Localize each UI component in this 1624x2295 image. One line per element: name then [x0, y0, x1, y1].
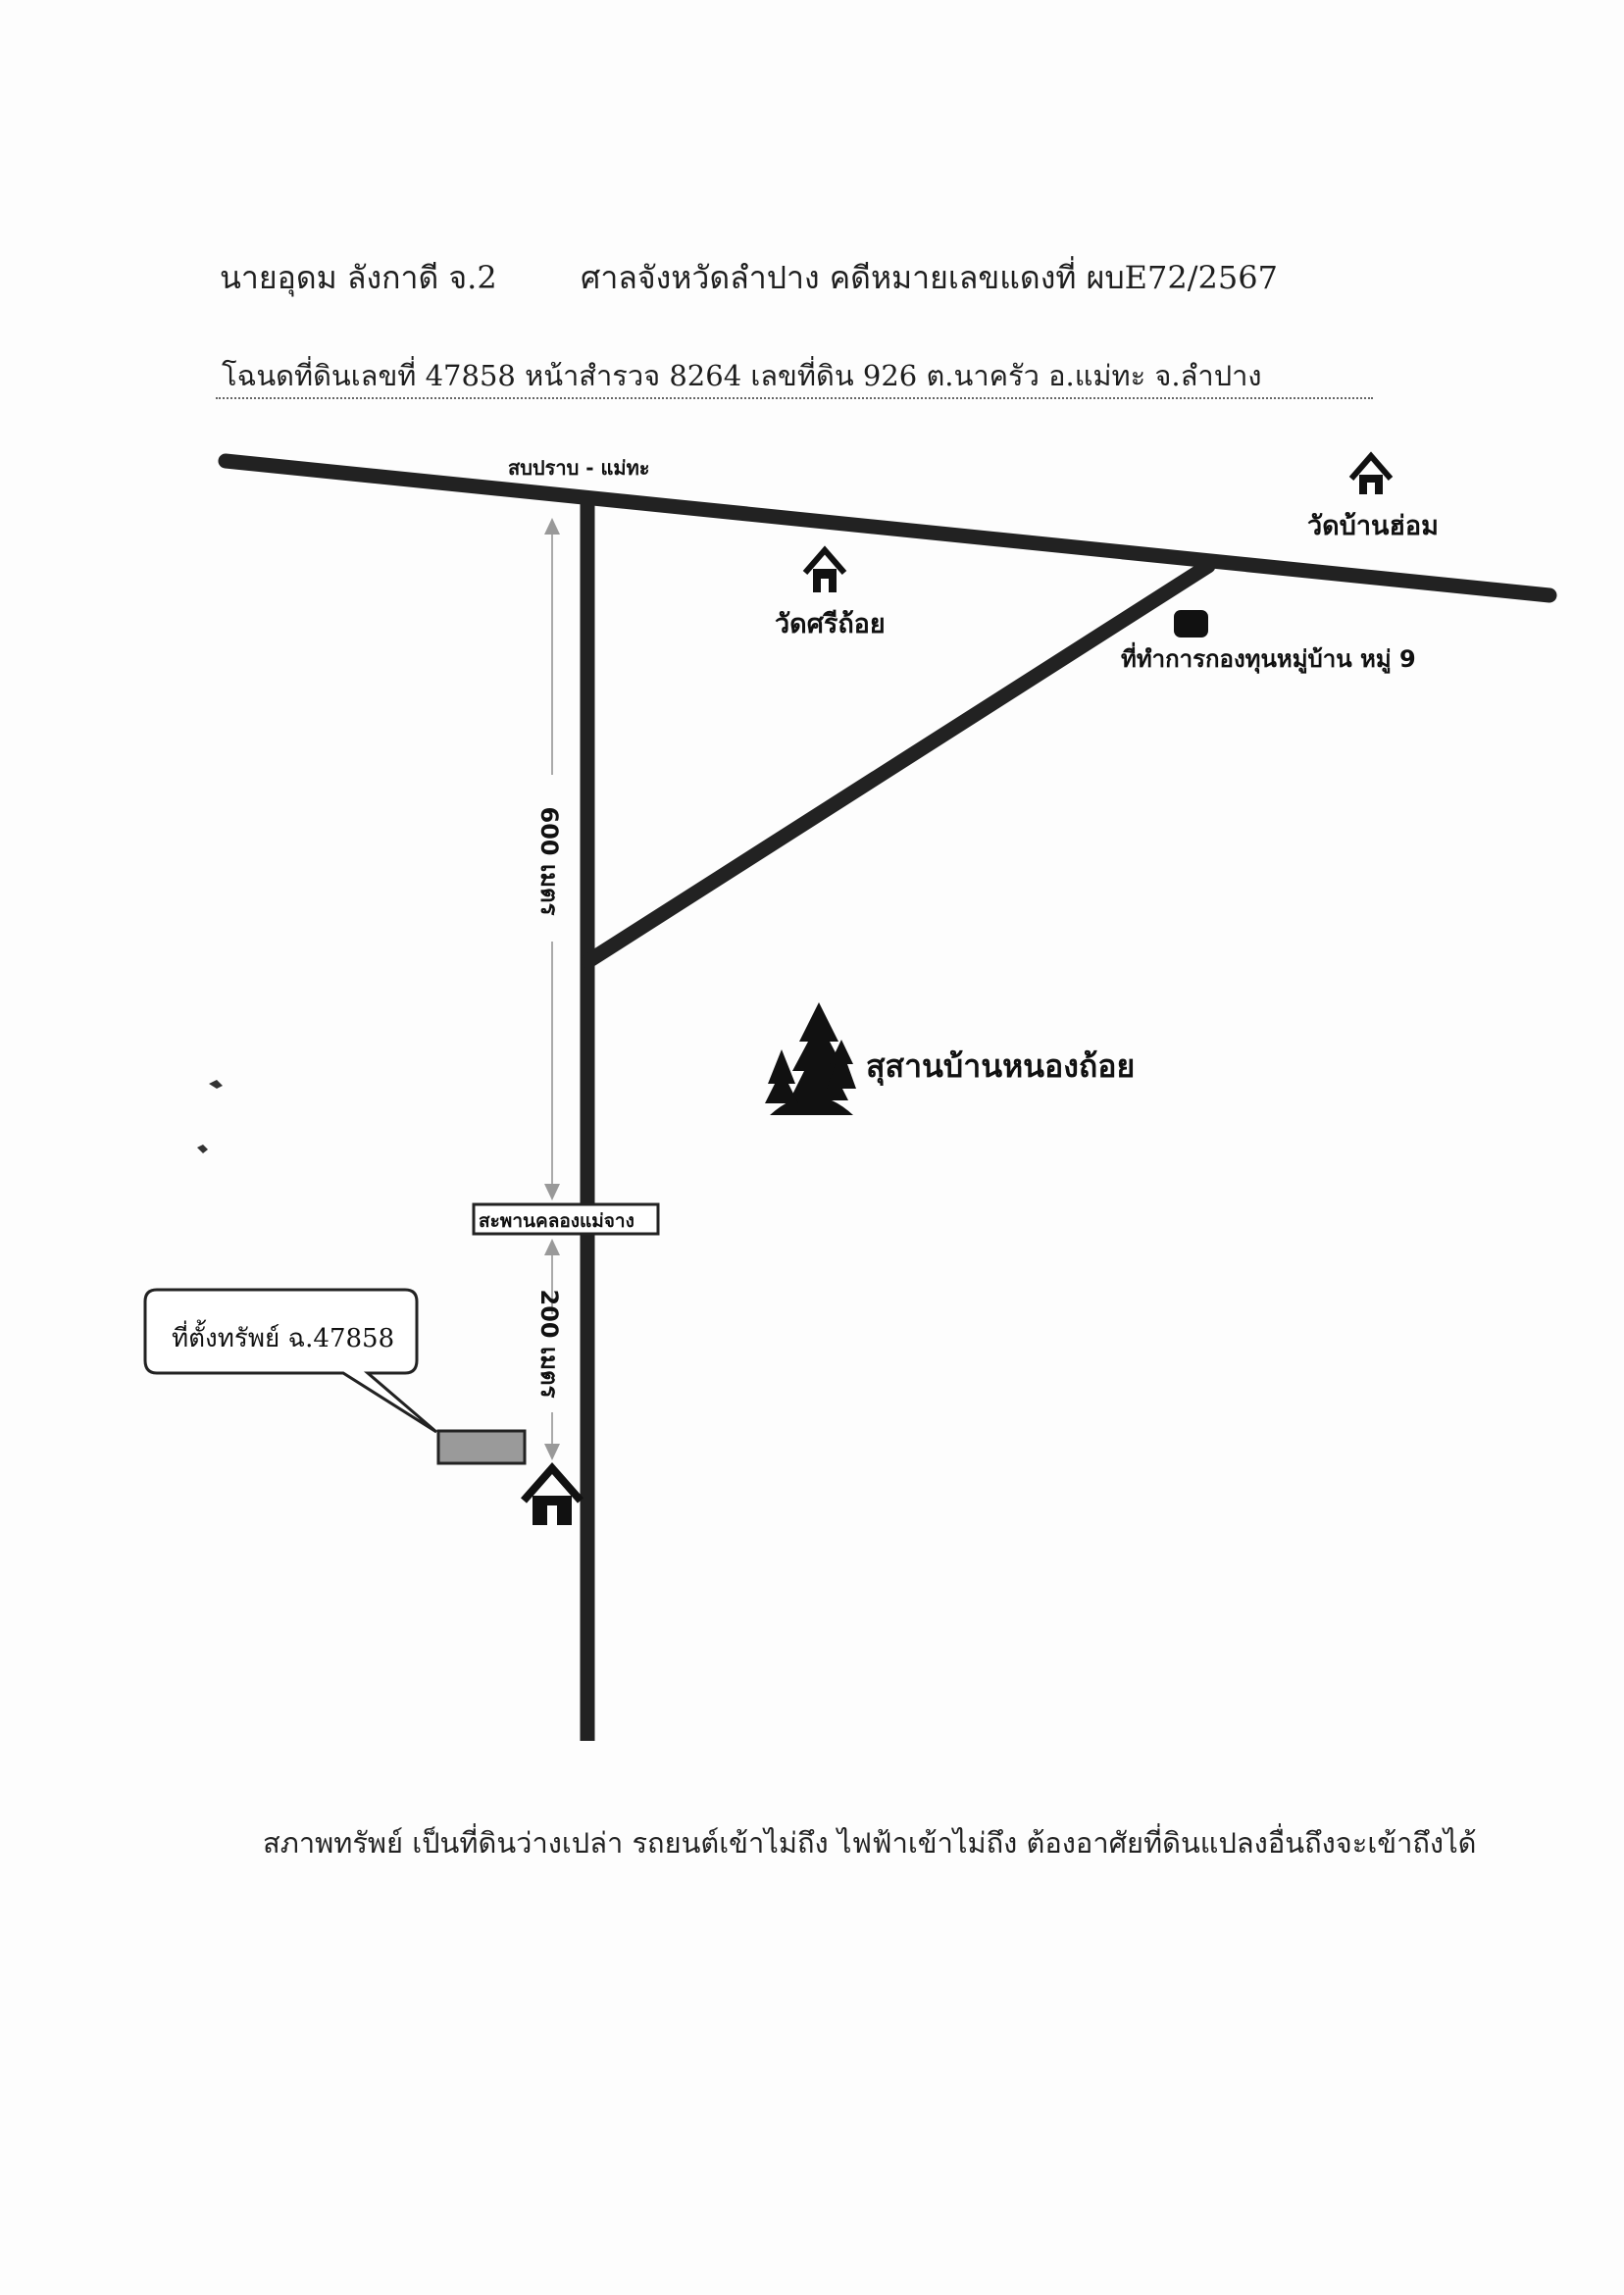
property-callout: [143, 1288, 437, 1434]
road-label: สบปราบ - แม่ทะ: [508, 456, 650, 480]
building-marker-icon: [1174, 610, 1208, 638]
distance-label-200m: 200 เมตร: [535, 1290, 563, 1399]
bridge-label: สะพานคลองแม่จาง: [479, 1210, 634, 1232]
village-fund-office-label: ที่ทำการกองทุนหมู่บ้าน หมู่ 9: [1121, 641, 1416, 675]
temple-icon: [1348, 451, 1394, 494]
court-case-number: ศาลจังหวัดลำปาง คดีหมายเลขแดงที่ ผบE72/2…: [581, 259, 1278, 296]
distance-arrow-icon: [544, 518, 560, 1460]
property-condition-note: สภาพทรัพย์ เป็นที่ดินว่างเปล่า รถยนต์เข้…: [263, 1826, 1477, 1860]
house-icon: [520, 1461, 584, 1525]
scan-speck: [209, 1080, 223, 1089]
wat-si-tha-oi-label: วัดศรีถ้อย: [775, 609, 886, 639]
temple-icon: [802, 545, 847, 592]
property-callout-label: ที่ตั้งทรัพย์ ฉ.47858: [172, 1319, 394, 1353]
pine-trees-icon: [765, 1002, 856, 1115]
property-plot-marker: [436, 1429, 527, 1465]
title-deed-line: โฉนดที่ดินเลขที่ 47858 หน้าสำรวจ 8264 เล…: [222, 359, 1262, 392]
diagonal-road: [581, 558, 1216, 969]
cemetery-label: สุสานบ้านหนองถ้อย: [866, 1047, 1135, 1087]
main-road: [218, 453, 1557, 603]
bridge-label-box: [472, 1202, 660, 1236]
scan-speck: [197, 1145, 208, 1153]
header-dotted-rule: [216, 397, 1373, 399]
wat-ban-hom-label: วัดบ้านฮ่อม: [1307, 511, 1439, 541]
distance-label-600m: 600 เมตร: [535, 807, 563, 916]
owner-name: นายอุดม ลังกาดี จ.2: [220, 259, 497, 296]
